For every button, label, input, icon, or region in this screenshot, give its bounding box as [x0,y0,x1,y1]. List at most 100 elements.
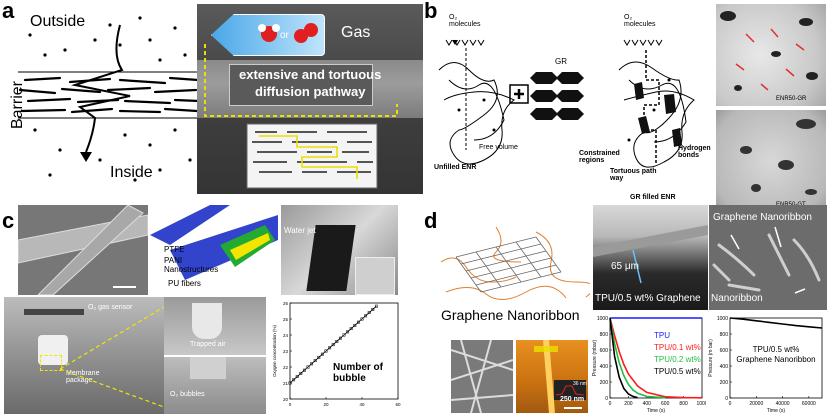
y-axis-label: Oxygen concentration (%) [272,324,277,377]
x-tick-label: 400 [643,401,652,407]
pathway-caption-box [229,64,373,106]
data-point [374,304,378,308]
x-axis-label: Time (s) [647,408,665,414]
unfilled-enr-label: Unfilled ENR [434,164,477,171]
fiber-3d-render: PTFE PANI Nanostructures PU fibers [150,205,278,295]
scale-250nm: 250 nm [560,396,585,403]
panel-d-letter: d [424,208,438,233]
y-tick-label: 400 [720,364,729,370]
x-tick-label: 600 [661,401,670,407]
data-point [346,330,350,334]
constrained-label: Constrained regions [579,150,620,164]
o2-label-right: O₂ molecules [624,14,656,28]
data-point [328,346,332,350]
data-point [306,365,310,369]
x-axis-label: Time (s) [767,408,785,414]
x-tick-label: 800 [679,401,688,407]
o2-sensor-label: O₂ gas sensor [88,304,133,311]
pathway-dashed-line [204,44,398,189]
pathway-caption-line1: extensive and tortuous [239,67,382,82]
tem-image-top: ENR50-GR [716,4,826,106]
data-point [349,327,353,331]
ptfe-label: PTFE [164,245,185,254]
barrier-schematic [18,16,200,182]
water-jet-label: Water jet [284,226,316,235]
data-point [360,317,364,321]
y-tick-label: 200 [600,380,609,386]
afm-image: 36 nm 250 nm [516,340,588,413]
membrane-label: Membrane package [66,370,100,384]
y-tick-label: 600 [720,348,729,354]
y-tick-label: 25 [283,317,289,322]
x-tick-label: 20000 [749,401,763,407]
x-tick-label: 0 [289,402,292,407]
data-point [299,371,303,375]
plot-frame [289,302,399,400]
data-point [302,368,306,372]
pressure-chart: 0200400600800100002004006008001000Pressu… [592,316,706,414]
inside-label: Inside [110,164,153,181]
water-jet-photo: Water jet [281,205,398,295]
data-point [338,336,342,340]
series-line-3 [609,317,638,399]
data-point [313,359,317,363]
x-tick-label: 60 [395,402,401,407]
fiber-sem-image [18,205,148,295]
pu-label: PU fibers [168,279,201,288]
y-tick-label: 21 [283,381,289,386]
data-point [367,311,371,315]
panel-b-letter: b [424,0,438,23]
o2-bubbles-photo: O₂ bubbles [164,357,266,414]
y-tick-label: 1000 [717,316,728,322]
sem-graphene-label: Graphene Nanoribbon [713,212,812,223]
legend-line-0: TPU/0.5 wt% [753,345,800,354]
gr-filled-label: GR filled ENR [630,194,676,201]
x-tick-label: 1000 [696,401,706,407]
y-tick-label: 1000 [597,316,608,322]
data-point [335,339,339,343]
data-point [292,378,296,382]
tem-top-label: ENR50-GR [776,96,807,102]
series-line-1 [609,317,703,399]
x-tick-label: 40 [359,402,365,407]
data-point [288,381,292,385]
nanoribbon-mesh [440,226,590,300]
hydrogen-label: Hydrogen bonds [678,145,711,159]
barrier-label: Barrier [9,80,27,130]
tem-image-bottom: ENR50-GT [716,110,826,212]
trapped-air-photo: Trapped air [164,297,266,355]
y-tick-label: 400 [600,364,609,370]
trapped-air-label: Trapped air [190,341,226,348]
number-of-bubble-label: Number of bubble [333,362,383,384]
series-line-2 [609,317,666,399]
legend-entry-0: TPU [654,331,670,340]
data-point [324,349,328,353]
outside-label: Outside [30,13,86,30]
x-tick-label: 60000 [802,401,816,407]
data-point [320,352,324,356]
pathway-caption-line2: diffusion pathway [255,84,366,99]
y-tick-label: 600 [600,348,609,354]
data-point [356,320,360,324]
tortuous-label: Tortuous path way [610,168,657,182]
fiber-mesh-sem [451,340,513,413]
panel-c-letter: c [2,208,15,233]
legend-entry-1: TPU/0.1 wt% [654,343,701,352]
legend-line-1: Graphene Nanoribbon [736,355,815,364]
data-point [364,314,368,318]
panel-a-letter: a [2,0,15,23]
scale-36nm: 36 nm [573,381,587,387]
y-tick-label: 20 [283,397,289,402]
film-cross-section: 65 μm TPU/0.5 wt% Graphene [593,205,708,310]
series-line-0 [729,317,823,329]
gas-label: Gas [341,24,371,41]
y-tick-label: 0 [725,396,728,402]
data-point [371,307,375,311]
y-tick-label: 800 [600,332,609,338]
nanoribbon-sem-image: Graphene Nanoribbon Nanoribbon [709,205,827,310]
y-tick-label: 26 [283,301,289,306]
y-tick-label: 22 [283,365,289,370]
plot-frame [729,317,823,399]
